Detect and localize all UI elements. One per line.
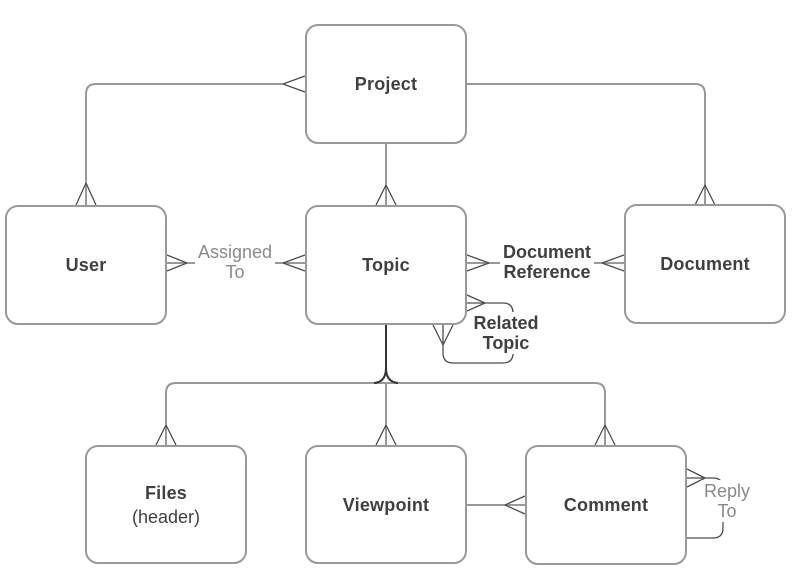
edge-label-reply-to-line2: To [717, 501, 737, 521]
entity-user: User [5, 205, 167, 325]
crowfoot-document-top [694, 184, 716, 206]
entity-topic: Topic [305, 205, 467, 325]
crowfoot-comment-right [686, 468, 706, 488]
edge-label-assigned-to-line2: To [225, 262, 245, 282]
edge-label-document-reference-line1: Document [502, 242, 592, 262]
edge-label-reply-to: Reply To [700, 480, 754, 522]
entity-comment: Comment [525, 445, 687, 565]
crowfoot-project-left [282, 75, 306, 93]
entity-project: Project [305, 24, 467, 144]
edge-label-reply-to-line1: Reply [703, 481, 751, 501]
crowfoot-user-top [75, 182, 97, 206]
edge-project-document [467, 83, 706, 205]
trunk-branch-left [373, 367, 387, 384]
edge-label-related-topic-line2: Topic [482, 333, 530, 353]
entity-topic-label: Topic [362, 255, 410, 275]
crowfoot-comment-top [594, 424, 616, 446]
edge-project-user [85, 83, 283, 205]
entity-files-label: Files [144, 482, 188, 503]
entity-files: Files (header) [85, 445, 247, 564]
entity-document-label: Document [660, 254, 750, 274]
edge-label-related-topic: Related Topic [470, 312, 542, 354]
entity-project-label: Project [354, 74, 418, 94]
crowfoot-viewpoint-top [375, 424, 397, 446]
crowfoot-topic-right [466, 254, 490, 272]
edge-label-document-reference-line2: Reference [503, 262, 591, 282]
entity-files-sublabel: (header) [131, 506, 201, 527]
crowfoot-topic-right-lower [466, 294, 486, 312]
entity-document: Document [624, 204, 786, 324]
edge-label-related-topic-line1: Related [473, 313, 539, 333]
trunk-branch-right [385, 367, 399, 384]
entity-user-label: User [65, 255, 107, 275]
entity-viewpoint-label: Viewpoint [342, 494, 430, 515]
crowfoot-topic-top [375, 184, 397, 206]
edge-label-assigned-to-line1: Assigned [197, 242, 273, 262]
entity-viewpoint: Viewpoint [305, 445, 467, 564]
crowfoot-document-left [601, 254, 625, 272]
crowfoot-comment-left [504, 495, 526, 515]
crowfoot-user-right [166, 254, 188, 272]
crowfoot-files-top [155, 424, 177, 446]
edge-related-topic-loop [442, 302, 514, 364]
edge-label-document-reference: Document Reference [499, 241, 595, 283]
entity-comment-label: Comment [563, 495, 649, 515]
edge-label-assigned-to: Assigned To [194, 241, 276, 283]
crowfoot-topic-left [282, 254, 306, 272]
crowfoot-topic-bottom [432, 324, 454, 346]
